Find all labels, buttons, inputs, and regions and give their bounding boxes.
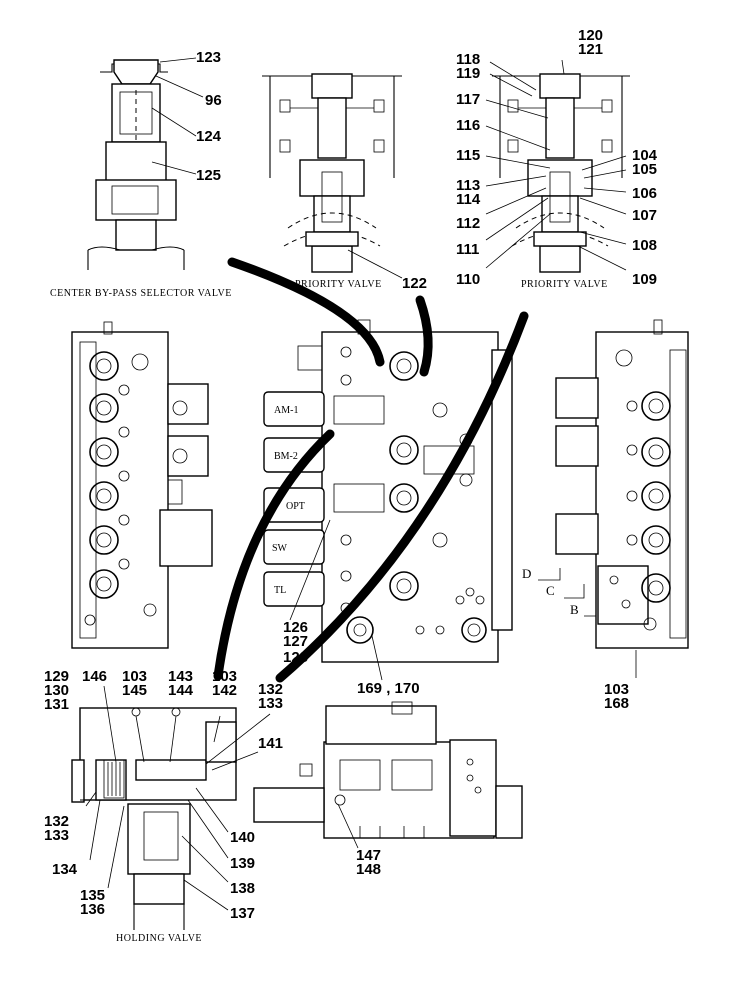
callout-125: 125 bbox=[196, 167, 221, 184]
callout-105: 105 bbox=[632, 161, 657, 178]
solenoid-label-am-1: AM-1 bbox=[274, 405, 298, 416]
callout-103-b: 103 bbox=[212, 668, 237, 685]
callout-124: 124 bbox=[196, 128, 222, 145]
right-view-ports bbox=[609, 349, 671, 631]
callout-139: 139 bbox=[230, 855, 255, 872]
callout-106: 106 bbox=[632, 185, 657, 202]
callout-168: 168 bbox=[604, 695, 629, 712]
callout-110: 110 bbox=[456, 271, 480, 288]
holding-valve bbox=[71, 685, 271, 930]
callout-141: 141 bbox=[258, 735, 283, 752]
callout-142: 142 bbox=[212, 682, 237, 699]
callout-111: 111 bbox=[456, 241, 479, 258]
callout-134: 134 bbox=[52, 861, 78, 878]
callout-107: 107 bbox=[632, 207, 657, 224]
callout-129: 129 bbox=[44, 668, 69, 685]
callout-108: 108 bbox=[632, 237, 657, 254]
callout-137: 137 bbox=[230, 905, 255, 922]
solenoid-tl: TL bbox=[263, 571, 325, 607]
caption-priority-left: PRIORITY VALVE bbox=[295, 279, 382, 290]
callout-148: 148 bbox=[356, 861, 381, 878]
callout-145: 145 bbox=[122, 682, 147, 699]
callout-122: 122 bbox=[402, 275, 427, 292]
callout-103-a: 103 bbox=[122, 668, 147, 685]
callout-119: 119 bbox=[456, 65, 480, 82]
callout-133-a: 133 bbox=[258, 695, 283, 712]
callout-116: 116 bbox=[456, 117, 480, 134]
callout-136: 136 bbox=[80, 901, 105, 918]
solenoid-sw: SW bbox=[263, 529, 325, 565]
callout-144: 144 bbox=[168, 682, 194, 699]
center-bypass-selector-valve bbox=[87, 57, 204, 270]
callout-147: 147 bbox=[356, 847, 381, 864]
callout-96: 96 bbox=[205, 92, 222, 109]
callouts: 123 96 124 125 122 120 121 118 119 117 1… bbox=[44, 27, 658, 922]
left-view-ports bbox=[84, 351, 188, 626]
solenoid-label-tl: TL bbox=[274, 585, 286, 596]
callout-120: 120 bbox=[578, 27, 603, 44]
callout-127: 127 bbox=[283, 633, 308, 650]
callout-130: 130 bbox=[44, 682, 69, 699]
callout-103-right: 103 bbox=[604, 681, 629, 698]
callout-133-b: 133 bbox=[44, 827, 69, 844]
view-label-c: C bbox=[546, 583, 555, 598]
callout-126: 126 bbox=[283, 619, 308, 636]
solenoid-label-opt: OPT bbox=[286, 501, 305, 512]
callout-115: 115 bbox=[456, 147, 480, 164]
callout-143: 143 bbox=[168, 668, 193, 685]
callout-104: 104 bbox=[632, 147, 658, 164]
bottom-view bbox=[253, 701, 523, 849]
callout-117: 117 bbox=[456, 91, 480, 108]
left-side-view bbox=[71, 321, 213, 649]
priority-valve-left bbox=[262, 73, 403, 279]
callout-121: 121 bbox=[578, 41, 603, 58]
solenoid-label-sw: SW bbox=[272, 543, 288, 554]
callout-128: 128 bbox=[283, 649, 308, 666]
right-side-view: D C B bbox=[522, 319, 689, 678]
callout-113: 113 bbox=[456, 177, 480, 194]
callout-169-170: 169 , 170 bbox=[357, 680, 420, 697]
solenoid-label-bm-2: BM-2 bbox=[274, 451, 298, 462]
callout-118: 118 bbox=[456, 51, 480, 68]
callout-146: 146 bbox=[82, 668, 107, 685]
caption-holding-valve: HOLDING VALVE bbox=[116, 933, 202, 944]
callout-131: 131 bbox=[44, 696, 69, 713]
callout-132-b: 132 bbox=[44, 813, 69, 830]
solenoid-am-1: AM-1 bbox=[263, 391, 325, 427]
callout-112: 112 bbox=[456, 215, 480, 232]
caption-center-bypass: CENTER BY-PASS SELECTOR VALVE bbox=[50, 288, 232, 299]
callout-132-a: 132 bbox=[258, 681, 283, 698]
callout-140: 140 bbox=[230, 829, 255, 846]
callout-138: 138 bbox=[230, 880, 255, 897]
caption-priority-right: PRIORITY VALVE bbox=[521, 279, 608, 290]
priority-valve-right bbox=[485, 59, 630, 273]
callout-114: 114 bbox=[456, 191, 481, 208]
callout-135: 135 bbox=[80, 887, 105, 904]
callout-109: 109 bbox=[632, 271, 657, 288]
view-label-b: B bbox=[570, 602, 579, 617]
connector-lines bbox=[213, 257, 529, 683]
callout-123: 123 bbox=[196, 49, 221, 66]
view-label-d: D bbox=[522, 566, 531, 581]
